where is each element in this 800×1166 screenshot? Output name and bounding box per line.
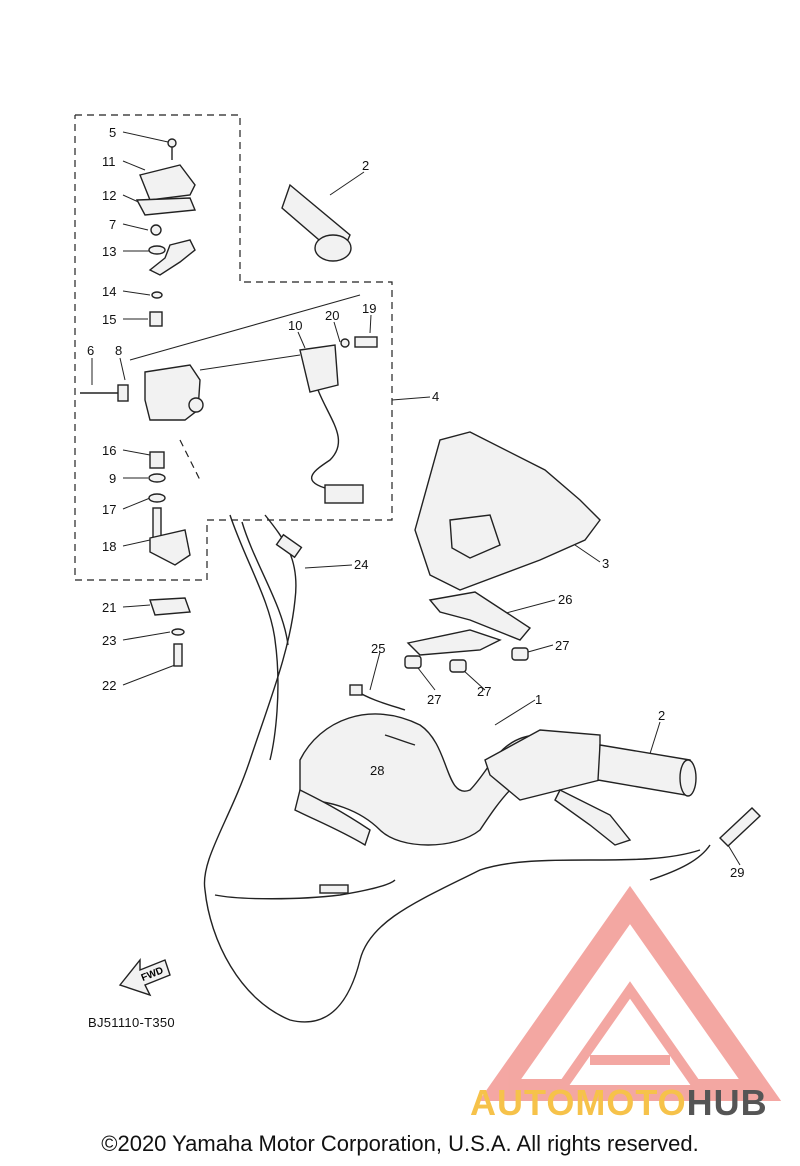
callout-21: 21: [102, 600, 116, 615]
callout-2-right: 2: [658, 708, 665, 723]
diagram-code: BJ51110-T350: [88, 1015, 175, 1030]
callout-7: 7: [109, 217, 116, 232]
callout-3: 3: [602, 556, 609, 571]
callout-19: 19: [362, 301, 376, 316]
callout-27-left: 27: [427, 692, 441, 707]
callout-4: 4: [432, 389, 439, 404]
callout-27-middle: 27: [477, 684, 491, 699]
callout-6: 6: [87, 343, 94, 358]
watermark-part-2: HUB: [686, 1082, 768, 1123]
callout-2-top: 2: [362, 158, 369, 173]
callout-22: 22: [102, 678, 116, 693]
callout-16: 16: [102, 443, 116, 458]
throttle-cable: [203, 514, 701, 1023]
callout-23: 23: [102, 633, 116, 648]
fwd-arrow: FWD: [118, 958, 171, 997]
watermark-text: AUTOMOTOHUB: [470, 1082, 768, 1124]
watermark-logo: [478, 885, 782, 1101]
callout-11: 11: [102, 154, 116, 169]
right-lever: [484, 729, 697, 846]
bracket: [404, 591, 532, 673]
callout-26: 26: [558, 592, 572, 607]
small-cables: [214, 684, 416, 900]
dashed-boundaries: [74, 114, 393, 581]
switch-assembly: [80, 138, 204, 667]
callout-13: 13: [102, 244, 116, 259]
leader-lines: [91, 131, 741, 866]
callout-18: 18: [102, 539, 116, 554]
callout-24: 24: [354, 557, 368, 572]
callout-5: 5: [109, 125, 116, 140]
callout-29: 29: [730, 865, 744, 880]
kill-switch: [299, 336, 378, 504]
callout-14: 14: [102, 284, 116, 299]
callout-10: 10: [288, 318, 302, 333]
watermark-part-1: AUTOMOTO: [470, 1082, 687, 1123]
callout-28: 28: [370, 763, 384, 778]
callout-12: 12: [102, 188, 116, 203]
callout-17: 17: [102, 502, 116, 517]
callout-15: 15: [102, 312, 116, 327]
callout-9: 9: [109, 471, 116, 486]
cable-end: [649, 807, 762, 881]
callouts: 5 11 12 7 13 14 15 6 8 16 9 17 18 21 23 …: [87, 125, 744, 880]
callout-20: 20: [325, 308, 339, 323]
callout-1: 1: [535, 692, 542, 707]
callout-27-right: 27: [555, 638, 569, 653]
copyright-notice: ©2020 Yamaha Motor Corporation, U.S.A. A…: [101, 1131, 699, 1156]
callout-8: 8: [115, 343, 122, 358]
callout-25: 25: [371, 641, 385, 656]
cowl: [414, 431, 601, 591]
grip-top: [281, 183, 352, 262]
